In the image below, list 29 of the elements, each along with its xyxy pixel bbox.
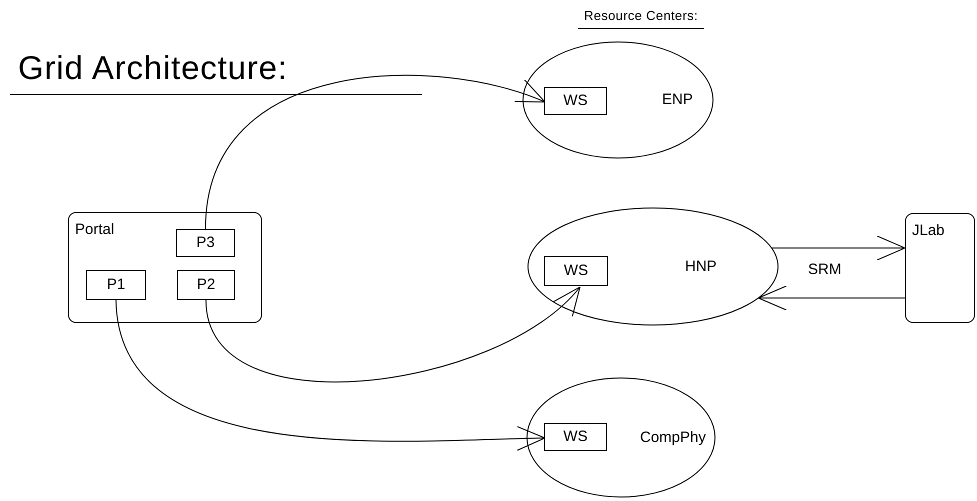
arrow (116, 300, 546, 452)
node-label: ENP (662, 90, 693, 110)
node-label: HNP (685, 256, 717, 276)
node-label: JLab (912, 221, 945, 241)
node-label: P1 (106, 274, 126, 295)
arrow (771, 236, 906, 260)
arrow (205, 74, 546, 230)
process-box (177, 270, 235, 300)
portal-container (68, 212, 262, 323)
lab-box (905, 213, 975, 323)
service-box (544, 87, 607, 115)
node-label: WS (562, 260, 590, 281)
arrow (206, 286, 580, 382)
resource-center-ellipse (528, 208, 778, 325)
resource-center-ellipse (523, 42, 713, 158)
node-label: Portal (75, 220, 114, 240)
resource-center-ellipse (527, 378, 715, 497)
node-label: P3 (195, 232, 216, 253)
node-label: WS (562, 90, 589, 111)
service-box (544, 256, 608, 286)
section-heading: Resource Centers: (578, 6, 704, 28)
node-label: CompPhy (640, 427, 706, 448)
arrow (758, 286, 906, 310)
process-box (86, 270, 146, 300)
node-label: P2 (196, 274, 216, 295)
process-box (176, 229, 235, 257)
node-label: WS (562, 426, 589, 447)
service-box (544, 423, 607, 451)
title: Grid Architecture: (10, 46, 422, 95)
